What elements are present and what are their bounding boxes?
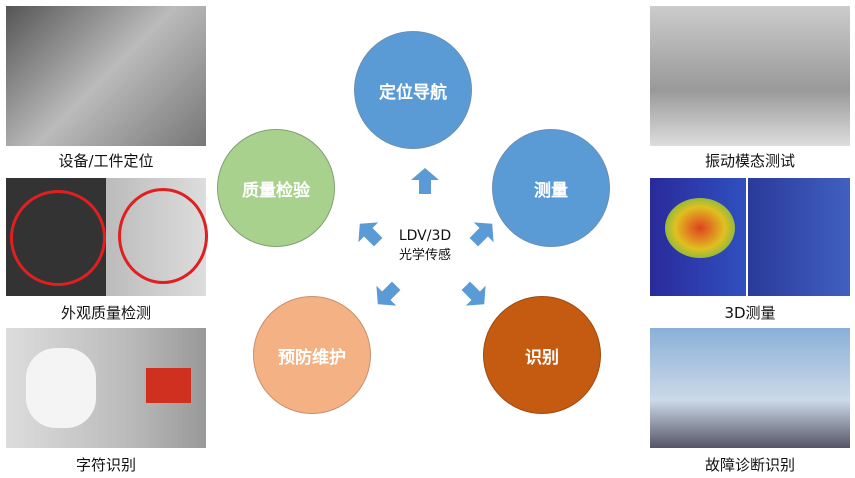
circle-label: 质量检验 xyxy=(242,180,310,201)
caption-device-positioning: 设备/工件定位 xyxy=(58,152,154,170)
circle-positioning-navigation: 定位导航 xyxy=(354,31,472,149)
arrow-up-right-icon xyxy=(469,222,494,247)
vibration-modal-image xyxy=(650,6,850,146)
center-line2: 光学传感 xyxy=(398,248,451,263)
circle-measurement: 测量 xyxy=(492,129,610,247)
arrow-up-left-icon xyxy=(358,222,383,247)
arrow-down-right-icon xyxy=(461,281,486,306)
caption-fault-diagnosis: 故障诊断识别 xyxy=(704,456,795,474)
appearance-inspection-image xyxy=(6,178,208,296)
circle-label: 识别 xyxy=(525,347,559,368)
circle-recognition: 识别 xyxy=(483,296,601,414)
fault-diagnosis-image xyxy=(650,328,850,448)
caption-appearance-inspection: 外观质量检测 xyxy=(60,304,151,322)
center-line1: LDV/3D xyxy=(398,228,452,244)
character-recognition-image xyxy=(6,328,206,448)
caption-vibration-modal: 振动模态测试 xyxy=(704,152,795,170)
circle-quality-inspection: 质量检验 xyxy=(217,129,335,247)
arrow-up-icon xyxy=(411,168,439,194)
caption-3d-measurement: 3D测量 xyxy=(724,304,776,322)
circle-preventive-maintenance: 预防维护 xyxy=(253,296,371,414)
center-label: LDV/3D 光学传感 xyxy=(385,228,465,263)
circle-label: 测量 xyxy=(534,180,568,201)
3d-measurement-image xyxy=(650,178,850,296)
arrow-down-left-icon xyxy=(376,281,401,306)
circle-label: 定位导航 xyxy=(379,82,447,103)
device-positioning-image xyxy=(6,6,206,146)
circle-label: 预防维护 xyxy=(278,347,346,368)
caption-character-recognition: 字符识别 xyxy=(75,456,136,474)
